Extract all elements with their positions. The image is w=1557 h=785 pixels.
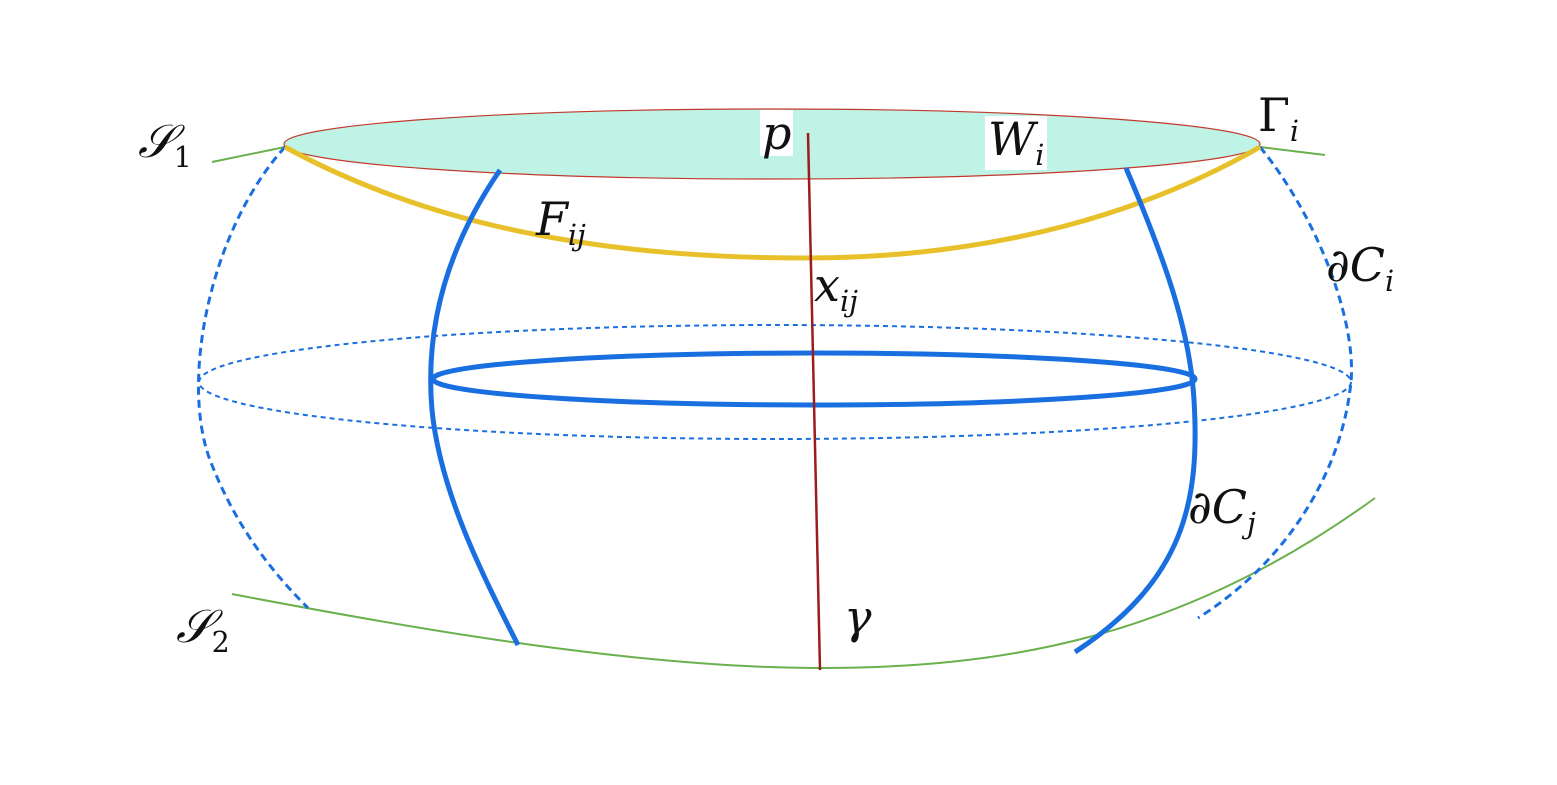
label-xij: xij — [814, 262, 858, 316]
label-fij-main: F — [536, 192, 568, 246]
label-gamma-main: γ — [844, 590, 872, 644]
label-dci-sub: i — [1384, 264, 1395, 298]
label-dcj: ∂Cj — [1188, 484, 1256, 538]
label-dci-main: ∂C — [1326, 238, 1385, 292]
label-dci: ∂Ci — [1326, 242, 1394, 296]
solid-boundary-left — [428, 168, 521, 647]
label-wi-sub: i — [1035, 138, 1045, 172]
label-gamma: γ — [844, 594, 872, 640]
dashed-boundary-right — [1197, 146, 1354, 620]
label-wi-main: W — [988, 112, 1036, 166]
label-s1-sub: 1 — [173, 140, 192, 174]
axis-gamma — [806, 132, 822, 671]
label-s1-main: 𝒮 — [138, 114, 174, 168]
label-gamma-i: Γi — [1258, 92, 1299, 146]
surface-s1-right — [1259, 146, 1326, 156]
yellow-curve-fij — [283, 144, 1262, 261]
label-dcj-sub: j — [1246, 506, 1256, 540]
label-s2: 𝒮2 — [176, 603, 230, 657]
label-fij-sub: ij — [567, 218, 586, 252]
label-s2-main: 𝒮 — [176, 599, 212, 653]
label-gamma-i-main: Γ — [1258, 88, 1290, 142]
label-s1: 𝒮1 — [138, 118, 192, 172]
label-wi: Wi — [985, 116, 1048, 172]
label-gamma-i-sub: i — [1289, 114, 1300, 148]
label-xij-sub: ij — [839, 284, 858, 318]
surface-s1-left — [211, 146, 286, 163]
dashed-equator — [198, 324, 1352, 440]
label-dcj-main: ∂C — [1188, 480, 1247, 534]
label-fij: Fij — [536, 196, 586, 250]
dashed-boundary-left — [197, 145, 310, 610]
label-p: p — [760, 110, 794, 156]
label-xij-main: x — [814, 258, 840, 312]
label-s2-sub: 2 — [211, 625, 230, 659]
label-p-main: p — [762, 106, 792, 160]
solid-boundary-right — [1073, 167, 1198, 655]
